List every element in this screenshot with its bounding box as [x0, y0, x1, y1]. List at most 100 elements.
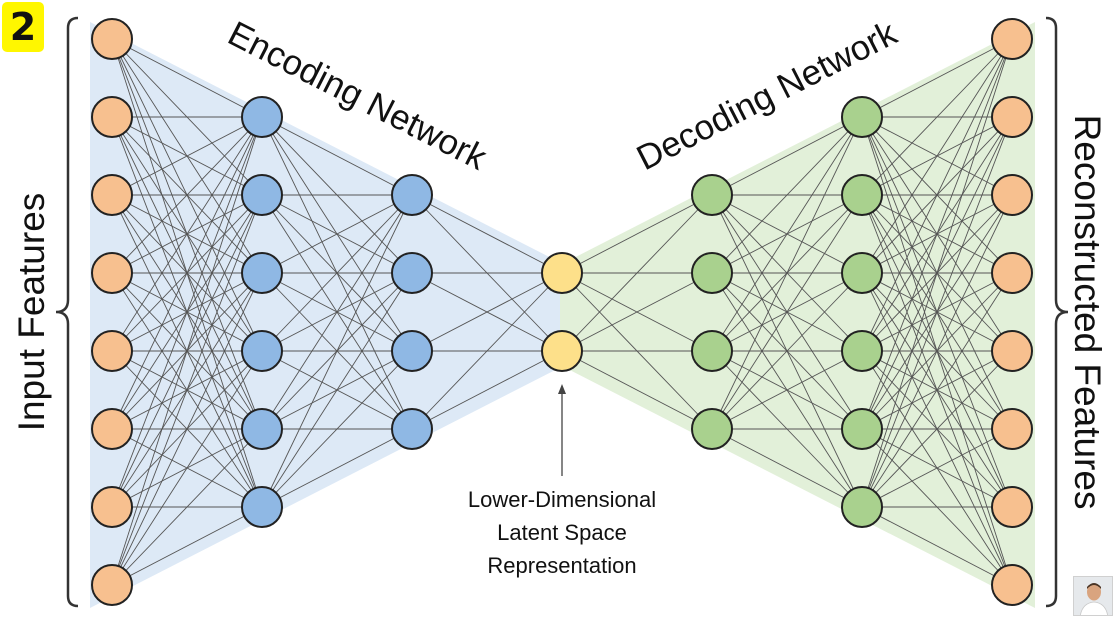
- edge-decoder-hidden-1-3-to-decoder-hidden-2-1: [711, 194, 863, 430]
- encoder-hidden-2-node-1: [391, 174, 433, 216]
- edge-decoder-hidden-2-4-to-output-0: [861, 38, 1013, 430]
- output-node-4: [991, 252, 1033, 294]
- edge-encoder-hidden-1-5-to-encoder-hidden-2-0: [261, 194, 413, 508]
- encoder-hidden-1-node-2: [241, 174, 283, 216]
- edge-encoder-hidden-1-4-to-encoder-hidden-2-0: [261, 194, 413, 430]
- edge-decoder-hidden-1-3-to-decoder-hidden-2-3: [711, 350, 863, 430]
- latent-node-2: [541, 330, 583, 372]
- edge-input-7-to-encoder-hidden-1-4: [111, 428, 263, 586]
- edge-decoder-hidden-2-5-to-output-1: [861, 116, 1013, 508]
- encoder-hidden-1-node-1: [241, 96, 283, 138]
- encoder-hidden-1-node-4: [241, 330, 283, 372]
- decoder-hidden-1-node-4: [691, 408, 733, 450]
- edge-encoder-hidden-2-0-to-latent-0: [411, 194, 563, 274]
- edge-input-7-to-encoder-hidden-1-3: [111, 350, 263, 586]
- input-node-8: [91, 564, 133, 606]
- edge-encoder-hidden-1-0-to-encoder-hidden-2-0: [261, 116, 413, 196]
- edge-input-3-to-encoder-hidden-1-0: [111, 116, 263, 274]
- edge-decoder-hidden-2-5-to-output-2: [861, 194, 1013, 508]
- decoder-hidden-2-node-2: [841, 174, 883, 216]
- input-node-5: [91, 330, 133, 372]
- edge-input-2-to-encoder-hidden-1-0: [111, 116, 263, 196]
- edge-input-7-to-encoder-hidden-1-0: [111, 116, 263, 586]
- edge-encoder-hidden-1-2-to-encoder-hidden-2-0: [261, 194, 413, 274]
- encoder-hidden-2-node-4: [391, 408, 433, 450]
- encoder-hidden-2-node-3: [391, 330, 433, 372]
- decoder-hidden-2-node-3: [841, 252, 883, 294]
- edge-decoder-hidden-2-5-to-output-5: [861, 428, 1013, 508]
- edge-encoder-hidden-1-5-to-encoder-hidden-2-1: [261, 272, 413, 508]
- edge-input-5-to-encoder-hidden-1-0: [111, 116, 263, 430]
- output-node-8: [991, 564, 1033, 606]
- edge-decoder-hidden-2-5-to-output-0: [861, 38, 1013, 508]
- input-node-3: [91, 174, 133, 216]
- edge-input-7-to-encoder-hidden-1-2: [111, 272, 263, 586]
- decoder-hidden-2-node-6: [841, 486, 883, 528]
- edge-input-7-to-encoder-hidden-1-1: [111, 194, 263, 586]
- latent-arrow-head: [558, 384, 566, 394]
- edge-decoder-hidden-1-3-to-decoder-hidden-2-2: [711, 272, 863, 430]
- edge-input-4-to-encoder-hidden-1-0: [111, 116, 263, 352]
- edge-encoder-hidden-2-3-to-latent-0: [411, 272, 563, 430]
- edge-encoder-hidden-2-2-to-latent-0: [411, 272, 563, 352]
- input-node-1: [91, 18, 133, 60]
- edge-latent-0-to-decoder-hidden-1-0: [561, 194, 713, 274]
- decoder-hidden-1-node-1: [691, 174, 733, 216]
- input-features-label: Input Features: [11, 193, 52, 432]
- edge-decoder-hidden-2-1-to-output-0: [861, 38, 1013, 196]
- input-node-7: [91, 486, 133, 528]
- presenter-avatar-icon: [1073, 576, 1113, 616]
- edge-decoder-hidden-2-5-to-output-3: [861, 272, 1013, 508]
- latent-label-line-3: Representation: [487, 553, 636, 578]
- decoder-hidden-2-node-5: [841, 408, 883, 450]
- latent-label-line-1: Lower-Dimensional: [468, 487, 656, 512]
- edge-decoder-hidden-2-0-to-output-0: [861, 38, 1013, 118]
- latent-label-line-2: Latent Space: [497, 520, 627, 545]
- decoder-hidden-2-node-4: [841, 330, 883, 372]
- decoder-hidden-1-node-2: [691, 252, 733, 294]
- edge-decoder-hidden-1-2-to-decoder-hidden-2-0: [711, 116, 863, 352]
- decoder-region: [560, 22, 1035, 608]
- encoder-hidden-2-node-2: [391, 252, 433, 294]
- output-node-3: [991, 174, 1033, 216]
- edge-decoder-hidden-1-3-to-decoder-hidden-2-5: [711, 428, 863, 508]
- decoder-hidden-1-node-3: [691, 330, 733, 372]
- edge-encoder-hidden-1-5-to-encoder-hidden-2-2: [261, 350, 413, 508]
- input-node-4: [91, 252, 133, 294]
- network-nodes: [91, 18, 1033, 606]
- edge-input-6-to-encoder-hidden-1-0: [111, 116, 263, 508]
- latent-node-1: [541, 252, 583, 294]
- edge-decoder-hidden-2-3-to-output-0: [861, 38, 1013, 352]
- encoder-hidden-1-node-3: [241, 252, 283, 294]
- output-node-5: [991, 330, 1033, 372]
- output-node-1: [991, 18, 1033, 60]
- decoder-hidden-2-node-1: [841, 96, 883, 138]
- edge-encoder-hidden-1-3-to-encoder-hidden-2-0: [261, 194, 413, 352]
- edge-decoder-hidden-1-3-to-decoder-hidden-2-0: [711, 116, 863, 430]
- edge-decoder-hidden-2-5-to-output-4: [861, 350, 1013, 508]
- edge-latent-1-to-decoder-hidden-1-0: [561, 194, 713, 352]
- input-node-2: [91, 96, 133, 138]
- output-node-6: [991, 408, 1033, 450]
- encoder-hidden-1-node-6: [241, 486, 283, 528]
- output-node-7: [991, 486, 1033, 528]
- output-brace: [1045, 16, 1069, 608]
- edge-decoder-hidden-1-1-to-decoder-hidden-2-0: [711, 116, 863, 274]
- edge-encoder-hidden-2-3-to-latent-1: [411, 350, 563, 430]
- slide-number-badge: 2: [2, 2, 44, 52]
- edge-latent-1-to-decoder-hidden-1-1: [561, 272, 713, 352]
- edge-input-0-to-encoder-hidden-1-0: [111, 38, 263, 118]
- edge-decoder-hidden-2-5-to-output-7: [861, 506, 1013, 586]
- encoder-hidden-1-node-5: [241, 408, 283, 450]
- output-node-2: [991, 96, 1033, 138]
- edge-decoder-hidden-2-2-to-output-0: [861, 38, 1013, 274]
- edge-latent-1-to-decoder-hidden-1-3: [561, 350, 713, 430]
- edge-decoder-hidden-1-0-to-decoder-hidden-2-0: [711, 116, 863, 196]
- network-edges: [111, 38, 1013, 586]
- edge-input-7-to-encoder-hidden-1-5: [111, 506, 263, 586]
- encoder-region: [90, 22, 565, 608]
- input-node-6: [91, 408, 133, 450]
- input-brace: [55, 16, 79, 608]
- edge-encoder-hidden-1-5-to-encoder-hidden-2-3: [261, 428, 413, 508]
